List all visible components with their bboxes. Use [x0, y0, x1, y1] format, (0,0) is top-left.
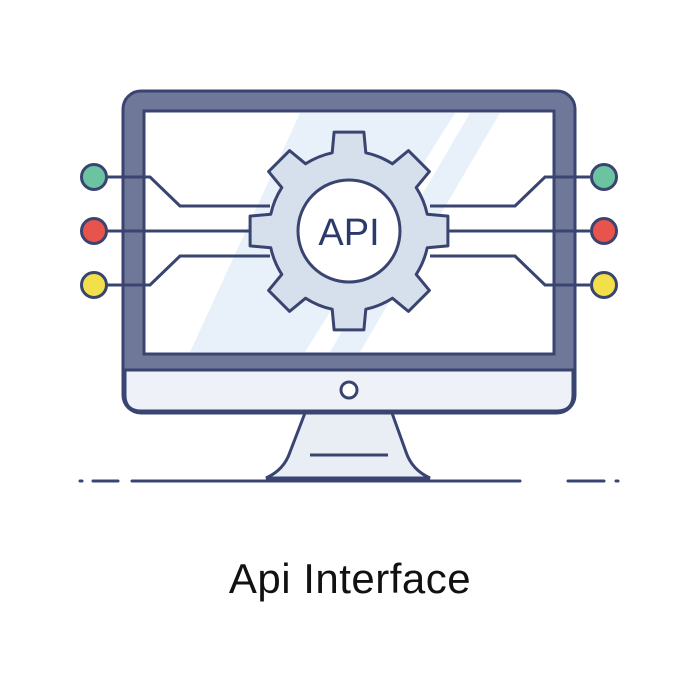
node-yellow-left-icon [80, 271, 108, 299]
caption-title: Api Interface [228, 555, 472, 602]
computer-monitor-api-icon: API [78, 89, 620, 483]
gear-center [296, 178, 402, 284]
power-button-icon [339, 380, 359, 400]
monitor-stand [265, 411, 431, 480]
gear-api-label: API [318, 212, 379, 254]
node-red-left-icon [80, 217, 108, 245]
node-red-right-icon [590, 217, 618, 245]
node-yellow-right-icon [590, 271, 618, 299]
node-green-right-icon [590, 163, 618, 191]
circuit-lines-left [107, 175, 270, 287]
node-green-left-icon [80, 163, 108, 191]
circuit-lines-right [430, 175, 590, 287]
